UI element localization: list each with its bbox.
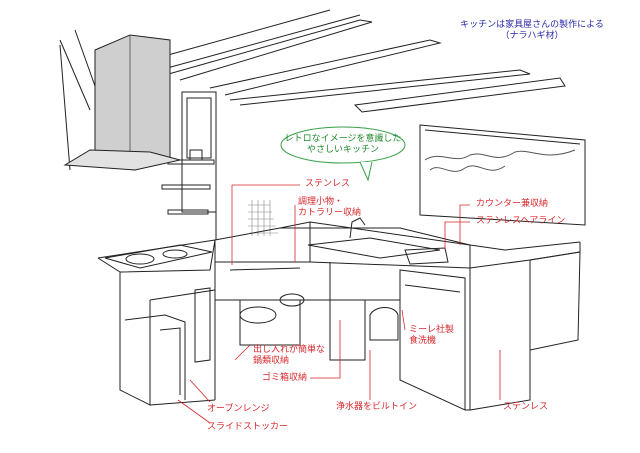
label-pot-storage-1: 出し入れが簡単な — [253, 345, 326, 355]
label-miele-2: 食洗機 — [409, 336, 437, 346]
label-utensil-1: 調理小物・ — [298, 197, 344, 207]
label-miele-1: ミーレ社製 — [409, 325, 455, 335]
label-slide-stocker: スライドストッカー — [207, 422, 289, 432]
label-pot-storage-2: 鍋類収納 — [253, 356, 290, 366]
sink — [307, 217, 449, 265]
cooktop — [104, 244, 213, 269]
label-water-filter: 浄水器をビルトイン — [336, 402, 418, 412]
left-window — [181, 91, 217, 240]
label-stainless-hairline: ステンレスヘアライン — [476, 216, 566, 226]
credit-line-1: キッチンは家具屋さんの製作による — [460, 20, 604, 30]
concept-bubble — [280, 126, 406, 182]
tile-backsplash — [248, 200, 278, 236]
label-stainless-top: ステンレス — [305, 179, 351, 189]
label-stainless-bottom: ステンレス — [503, 402, 549, 412]
label-trash: ゴミ箱収納 — [262, 373, 308, 383]
credit-line-2: （ナラハギ材） — [500, 31, 564, 41]
countertop — [97, 221, 581, 273]
label-oven: オーブンレンジ — [207, 404, 270, 414]
label-utensil-2: カトラリー収納 — [298, 208, 362, 218]
concept-line-1: レトロなイメージを意識した — [284, 134, 402, 144]
ceiling-beams — [59, 9, 566, 171]
concept-line-2: やさしいキッチン — [306, 145, 379, 155]
annotation-leaders — [177, 184, 501, 424]
lower-cabinets — [119, 251, 581, 411]
range-hood — [63, 34, 181, 171]
label-counter-storage: カウンター兼収納 — [476, 199, 549, 209]
right-window — [419, 124, 586, 226]
